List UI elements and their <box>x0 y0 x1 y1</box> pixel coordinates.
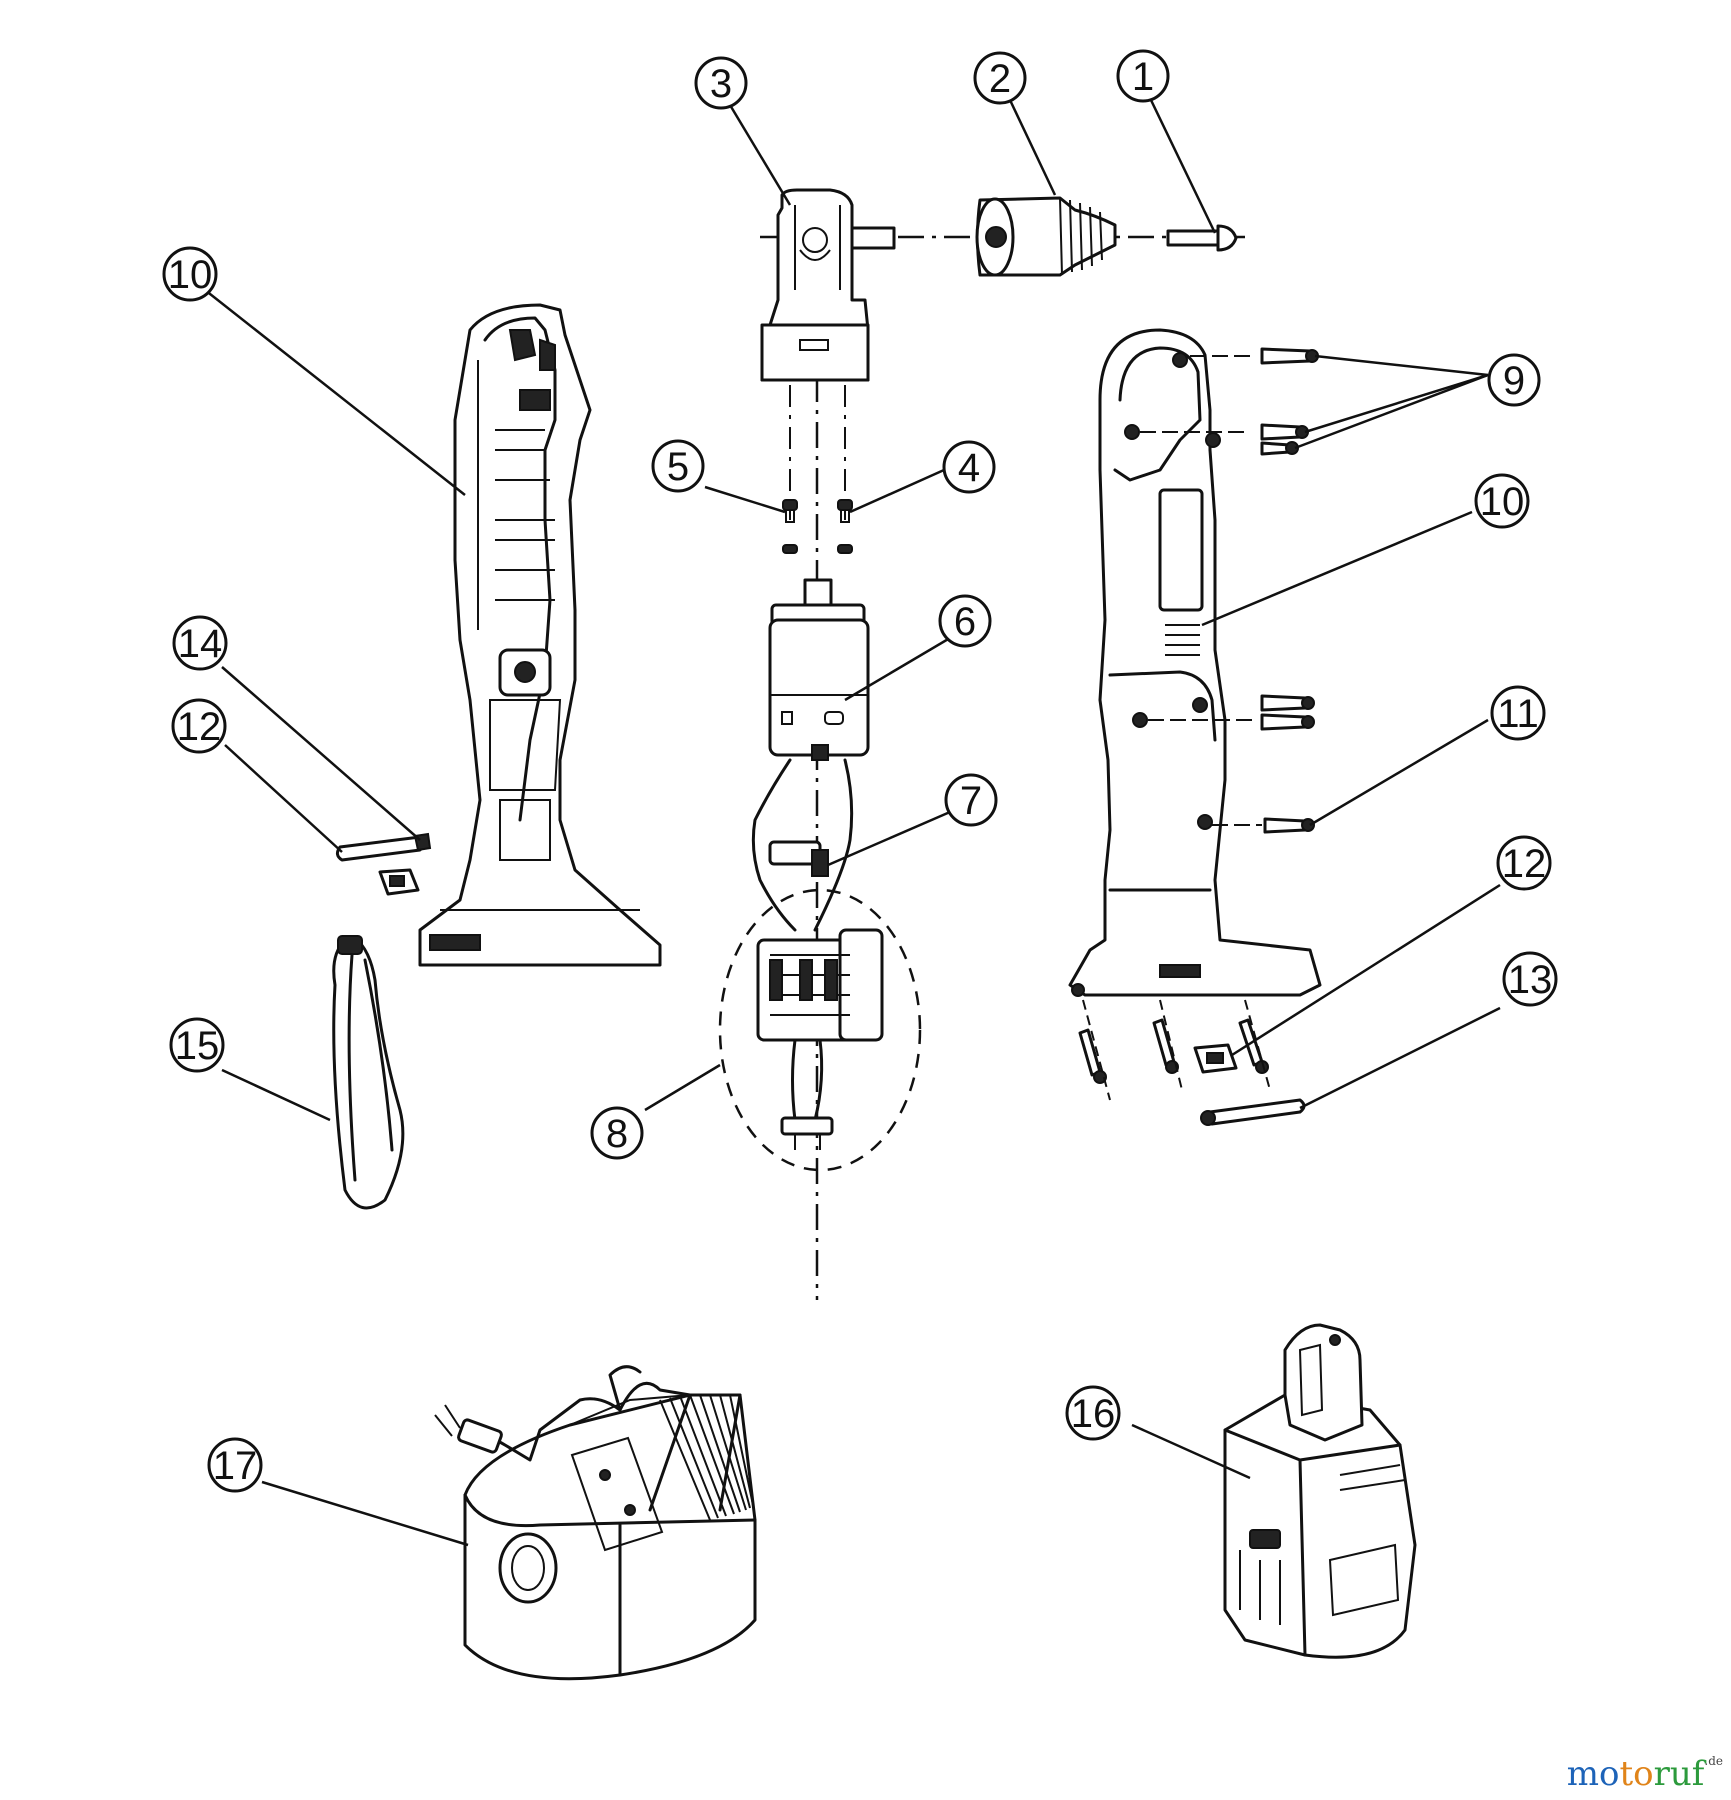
leader-7 <box>827 810 951 867</box>
part-screw-right <box>837 499 853 554</box>
svg-text:10: 10 <box>168 253 213 297</box>
leader-8 <box>644 1063 721 1112</box>
callout-17: 17 <box>207 1437 263 1493</box>
part-nut-right <box>1193 1043 1238 1074</box>
svg-text:12: 12 <box>177 705 222 749</box>
callout-7: 7 <box>944 773 998 827</box>
svg-text:10: 10 <box>1480 480 1525 524</box>
leader-16 <box>1131 1423 1251 1480</box>
leader-15 <box>221 1068 331 1122</box>
part-wire-harness <box>751 758 854 932</box>
callout-3: 3 <box>694 56 748 110</box>
leader-17 <box>261 1480 469 1547</box>
callout-5: 5 <box>651 439 705 493</box>
part-pin-13 <box>1200 1098 1306 1126</box>
svg-text:3: 3 <box>710 62 732 106</box>
leader-6 <box>844 633 956 702</box>
callout-12-right: 12 <box>1496 835 1552 891</box>
svg-text:11: 11 <box>1497 692 1539 736</box>
callout-11: 11 <box>1490 685 1546 741</box>
part-nut-left <box>378 868 420 896</box>
part-housing-left <box>418 303 662 967</box>
callout-9: 9 <box>1487 353 1541 407</box>
svg-text:17: 17 <box>213 1444 258 1488</box>
svg-text:16: 16 <box>1071 1392 1116 1436</box>
switch-assembly-outline <box>718 888 922 1172</box>
svg-text:15: 15 <box>175 1024 220 1068</box>
leader-1 <box>1148 97 1217 234</box>
leader-9c <box>1294 373 1489 450</box>
leader-4 <box>849 468 945 514</box>
svg-text:4: 4 <box>958 446 980 490</box>
svg-text:8: 8 <box>606 1112 628 1156</box>
callout-10-left: 10 <box>162 246 218 302</box>
svg-text:13: 13 <box>1508 958 1553 1002</box>
svg-text:9: 9 <box>1503 359 1525 403</box>
leader-10-left <box>204 289 466 496</box>
leader-5 <box>704 485 786 514</box>
callout-15: 15 <box>169 1017 225 1073</box>
svg-text:2: 2 <box>989 57 1011 101</box>
callout-12-left: 12 <box>171 698 227 754</box>
part-housing-screws <box>1140 347 1319 731</box>
leader-2 <box>1008 99 1057 196</box>
leader-10-right <box>1201 510 1473 627</box>
callout-13: 13 <box>1502 951 1558 1007</box>
leader-11 <box>1309 718 1489 827</box>
callout-16: 16 <box>1065 1385 1121 1441</box>
callout-14: 14 <box>172 615 228 671</box>
part-chuck <box>975 196 1117 277</box>
part-strap <box>332 935 405 1210</box>
part-chuck-screw <box>1166 224 1238 252</box>
callout-10-right: 10 <box>1474 473 1530 529</box>
part-motor <box>768 578 870 761</box>
part-pin <box>335 832 432 862</box>
part-screw-left <box>782 499 798 554</box>
watermark-logo: motoruf.de <box>1566 1754 1723 1794</box>
callout-4: 4 <box>942 440 996 494</box>
svg-text:12: 12 <box>1502 842 1547 886</box>
part-switch <box>756 928 884 1150</box>
leader-13 <box>1299 1006 1501 1110</box>
svg-text:14: 14 <box>178 622 223 666</box>
callout-2: 2 <box>973 51 1027 105</box>
part-battery <box>1223 1323 1417 1659</box>
callout-6: 6 <box>938 594 992 648</box>
callout-1: 1 <box>1116 49 1170 103</box>
svg-text:6: 6 <box>954 600 976 644</box>
svg-text:5: 5 <box>667 445 689 489</box>
leader-12-right <box>1231 883 1501 1057</box>
svg-text:7: 7 <box>960 779 982 823</box>
part-screw-11 <box>1212 817 1315 834</box>
leader-12-left <box>224 744 343 853</box>
part-charger <box>434 1365 757 1681</box>
leader-14 <box>221 666 421 841</box>
callout-8: 8 <box>590 1106 644 1160</box>
leader-9b <box>1304 373 1489 434</box>
leader-3 <box>728 104 792 206</box>
svg-text:1: 1 <box>1132 55 1154 99</box>
part-gearbox <box>760 188 896 382</box>
leader-9a <box>1314 354 1489 377</box>
